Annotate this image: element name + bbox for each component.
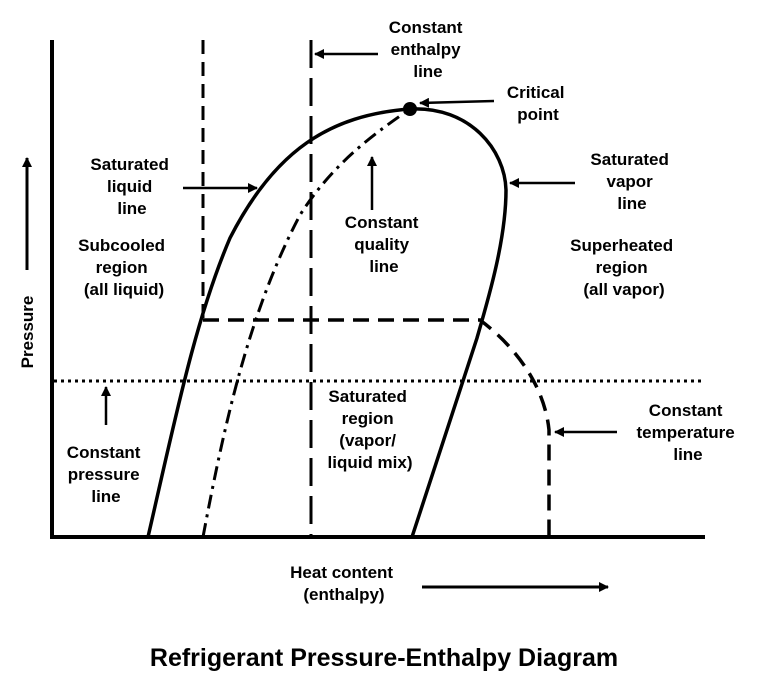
- label-constant-enthalpy-line: Constant enthalpy line: [389, 18, 467, 81]
- label-saturated-vapor-line: Saturated vapor line: [590, 150, 673, 213]
- label-constant-temperature-line: Constant temperature line: [637, 401, 740, 464]
- label-subcooled-region: Subcooled region (all liquid): [78, 236, 170, 299]
- label-constant-pressure-line: Constant pressure line: [67, 443, 145, 506]
- constant-temperature-line: [203, 318, 551, 537]
- label-saturated-liquid-line: Saturated liquid line: [90, 155, 173, 218]
- label-constant-quality-line: Constant quality line: [345, 213, 423, 276]
- label-superheated-region: Superheated region (all vapor): [570, 236, 678, 299]
- label-saturated-region: Saturated region (vapor/ liquid mix): [328, 387, 413, 472]
- x-axis-label: Heat content (enthalpy): [290, 563, 398, 604]
- constant-quality-line: [201, 107, 411, 538]
- arrow-critical-point: [419, 97, 495, 108]
- y-axis-label: Pressure: [18, 296, 37, 369]
- label-critical-point: Critical point: [507, 83, 569, 124]
- critical-point-marker: [403, 102, 417, 116]
- diagram-title: Refrigerant Pressure-Enthalpy Diagram: [150, 644, 618, 672]
- saturation-dome: [146, 107, 508, 538]
